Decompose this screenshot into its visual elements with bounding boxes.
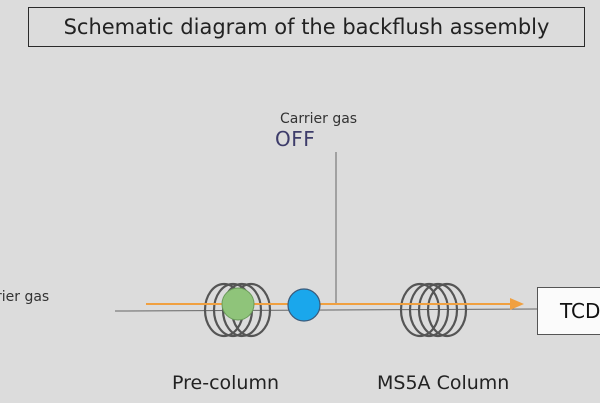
ms5a-column-label: MS5A Column	[377, 372, 510, 394]
carrier-gas-state-label: OFF	[275, 127, 316, 151]
tcd-detector-box: TCD	[537, 287, 600, 335]
blue-sample-dot	[287, 288, 321, 322]
diagram-title: Schematic diagram of the backflush assem…	[28, 7, 585, 47]
carrier-gas-top-label: Carrier gas	[280, 111, 358, 127]
green-sample-dot	[221, 287, 255, 321]
main-gas-line	[114, 308, 538, 312]
ms5a-column-coil	[399, 282, 468, 338]
pre-column-label: Pre-column	[172, 372, 280, 394]
tcd-label: TCD	[560, 299, 600, 323]
flow-arrow	[146, 298, 524, 310]
carrier-gas-left-label: rier gas	[0, 289, 50, 305]
